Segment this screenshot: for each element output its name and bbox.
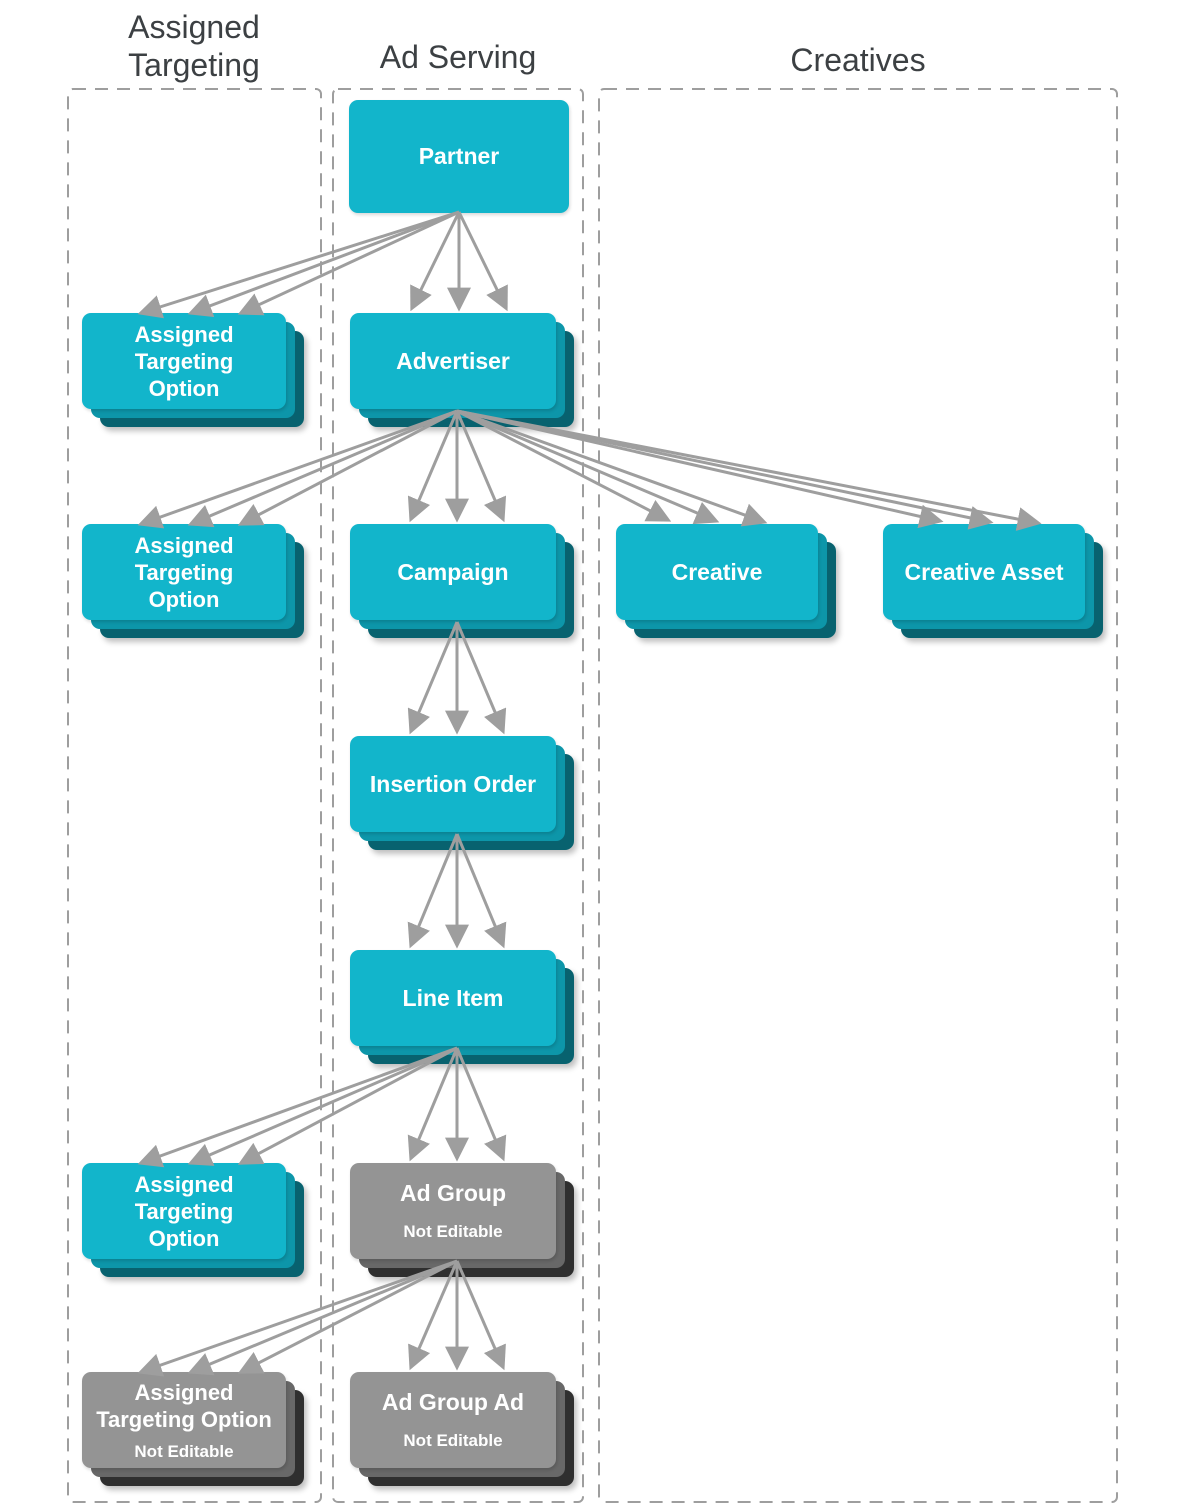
- node-label: Line Item: [402, 984, 504, 1011]
- node-label: Ad Group Ad: [381, 1389, 525, 1415]
- node-creative: Creative: [616, 524, 836, 638]
- column-header-ad-serving: Ad Serving: [379, 39, 537, 75]
- node-line-item: Line Item: [350, 950, 574, 1064]
- node-label: Creative: [671, 558, 763, 585]
- node-creative-asset: Creative Asset: [883, 524, 1103, 638]
- node-sublabel: Not Editable: [134, 1441, 234, 1461]
- node-label: Ad Group: [399, 1180, 507, 1206]
- dashed-column-frames: [67, 88, 1118, 1503]
- node-insertion-order: Insertion Order: [350, 736, 574, 850]
- node-assigned-targeting-option-advertiser: Assigned Targeting Option: [82, 524, 304, 638]
- node-ad-group: Ad Group Not Editable: [350, 1163, 574, 1277]
- node-label: Partner: [418, 143, 500, 169]
- node-label: Assigned Targeting Option: [134, 1171, 234, 1251]
- node-label: Assigned Targeting Option: [134, 532, 234, 612]
- node-assigned-targeting-option-line-item: Assigned Targeting Option: [82, 1163, 304, 1277]
- node-label: Insertion Order: [369, 770, 537, 797]
- node-ad-group-ad: Ad Group Ad Not Editable: [350, 1372, 574, 1486]
- node-label: Assigned Targeting Option: [96, 1379, 272, 1432]
- node-assigned-targeting-option-partner: Assigned Targeting Option: [82, 313, 304, 427]
- node-partner: Partner: [349, 100, 569, 213]
- node-label: Campaign: [397, 558, 509, 585]
- node-advertiser: Advertiser: [350, 313, 574, 427]
- column-header-creatives: Creatives: [790, 42, 926, 78]
- column-header-assigned-targeting: Assigned Targeting: [128, 9, 260, 83]
- node-sublabel: Not Editable: [403, 1431, 503, 1450]
- node-sublabel: Not Editable: [403, 1222, 503, 1241]
- node-label: Advertiser: [396, 347, 510, 374]
- node-label: Assigned Targeting Option: [134, 321, 234, 401]
- node-label: Creative Asset: [904, 558, 1064, 585]
- node-campaign: Campaign: [350, 524, 574, 638]
- node-assigned-targeting-option-ad-group: Assigned Targeting Option Not Editable: [82, 1372, 304, 1486]
